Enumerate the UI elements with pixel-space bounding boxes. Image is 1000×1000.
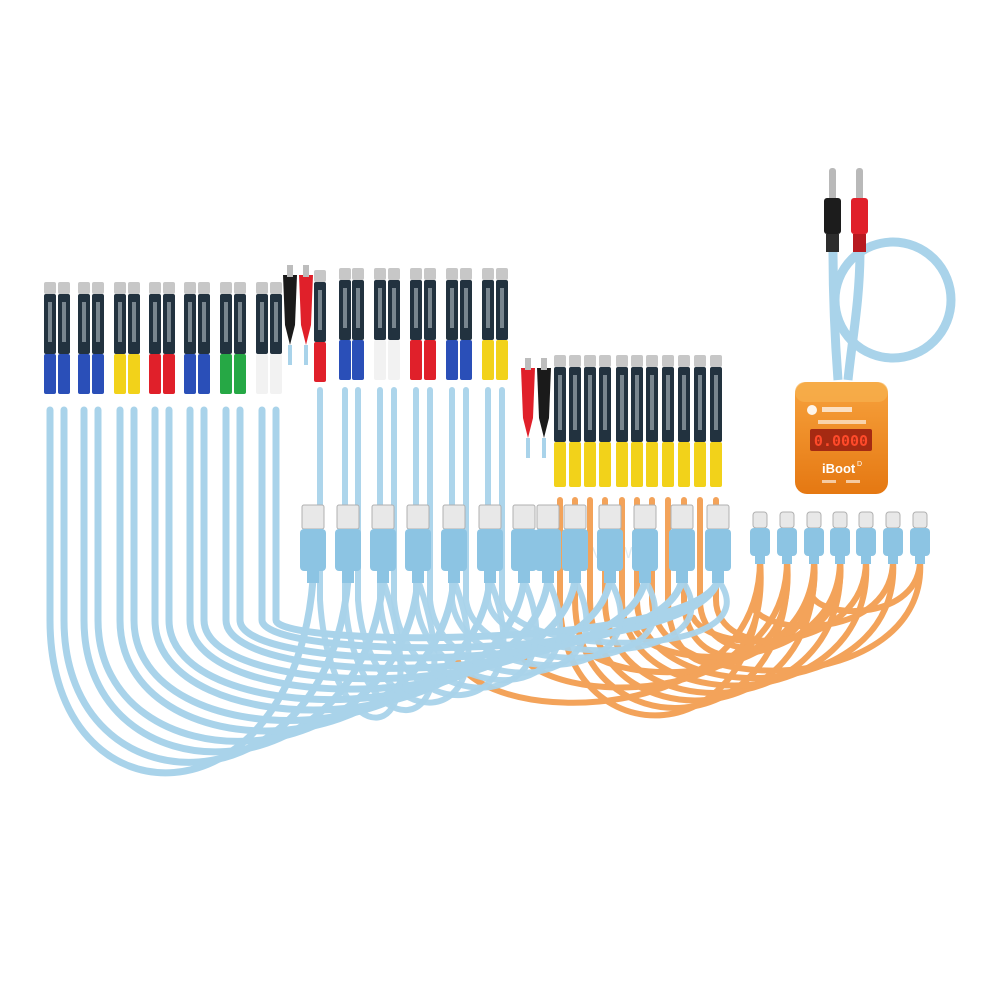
blue-cable xyxy=(485,387,695,654)
battery-connector-head xyxy=(460,268,472,380)
battery-connector-head xyxy=(184,282,196,394)
usb-a-plug xyxy=(335,504,361,583)
blue-cable xyxy=(60,406,352,766)
battery-connector-head xyxy=(114,282,126,394)
usb-c-plug-row xyxy=(750,511,930,564)
usb-a-plug xyxy=(562,504,588,583)
battery-connector-head xyxy=(678,355,690,487)
usb-c-plug xyxy=(830,511,850,564)
usb-a-plug xyxy=(370,504,396,583)
usb-a-plug-row xyxy=(300,504,731,583)
battery-connector-head xyxy=(198,282,210,394)
blue-cable xyxy=(449,387,624,669)
digital-display xyxy=(810,429,872,451)
orange-cable xyxy=(634,497,897,681)
battery-connector-head xyxy=(631,355,643,487)
battery-connector-head xyxy=(388,268,400,380)
alligator-clip-red xyxy=(299,265,313,365)
battery-connector-head xyxy=(694,355,706,487)
orange-cable xyxy=(809,557,923,614)
orange-cable xyxy=(619,497,870,689)
battery-connector-head xyxy=(256,282,268,394)
battery-connector-head xyxy=(446,268,458,380)
battery-connector-head xyxy=(163,282,175,394)
device-model-mark: D xyxy=(857,461,862,468)
battery-connector-head xyxy=(234,282,246,394)
alligator-clip-red xyxy=(521,358,535,458)
battery-connector-head xyxy=(78,282,90,394)
blue-cable xyxy=(272,406,722,642)
battery-connector-head xyxy=(646,355,658,487)
battery-connector-head xyxy=(58,282,70,394)
battery-connector-head xyxy=(410,268,422,380)
usb-a-plug xyxy=(300,504,326,583)
battery-connector-head xyxy=(710,355,722,487)
blue-cable xyxy=(427,387,590,676)
usb-a-plug xyxy=(511,504,537,583)
orange-cable xyxy=(649,497,924,674)
battery-connector-head xyxy=(584,355,596,487)
usb-a-plug xyxy=(441,504,467,583)
blue-cable xyxy=(355,387,472,706)
blue-connector-row xyxy=(44,268,508,394)
orange-cable xyxy=(749,557,896,630)
usb-c-plug xyxy=(856,511,876,564)
battery-connector-head xyxy=(270,282,282,394)
battery-connector-head xyxy=(662,355,674,487)
usb-a-plug xyxy=(597,504,623,583)
power-cable-black-lead xyxy=(828,249,843,381)
battery-connector-head xyxy=(92,282,104,394)
blue-cable-bundle xyxy=(46,387,730,777)
iboot-power-box: 0.0000 iBoot D xyxy=(795,168,956,494)
usb-c-plug xyxy=(910,511,930,564)
battery-connector-head xyxy=(424,268,436,380)
blue-cable xyxy=(499,387,730,646)
battery-connector-head xyxy=(352,268,364,380)
alligator-clip-set xyxy=(283,265,551,458)
battery-connector-head xyxy=(374,268,386,380)
battery-connector-head xyxy=(149,282,161,394)
battery-connector-head xyxy=(569,355,581,487)
device-brand-label: iBoot xyxy=(822,461,856,476)
battery-connector-head xyxy=(554,355,566,487)
usb-c-plug xyxy=(750,511,770,564)
battery-connector-head xyxy=(482,268,494,380)
usb-c-plug xyxy=(804,511,824,564)
alligator-clip-black xyxy=(537,358,551,458)
usb-a-plug xyxy=(705,504,731,583)
alligator-clip-black xyxy=(283,265,297,365)
display-readout: 0.0000 xyxy=(814,432,868,450)
battery-connector-head xyxy=(220,282,232,394)
battery-connector-head xyxy=(339,268,351,380)
usb-a-plug xyxy=(405,504,431,583)
blue-cable xyxy=(377,387,507,698)
blue-cable xyxy=(463,387,658,661)
brand-logo-icon xyxy=(807,405,817,415)
blue-cable xyxy=(116,406,458,735)
battery-connector-head xyxy=(128,282,140,394)
usb-c-plug xyxy=(777,511,797,564)
power-cable-red-lead xyxy=(843,249,865,381)
banana-plug-red xyxy=(851,168,868,252)
blue-cable xyxy=(413,387,564,684)
battery-connector-head xyxy=(616,355,628,487)
usb-a-plug xyxy=(669,504,695,583)
usb-a-plug xyxy=(535,504,561,583)
battery-connector-head xyxy=(314,270,326,382)
battery-connector-head xyxy=(599,355,611,487)
battery-connector-head xyxy=(496,268,508,380)
usb-a-plug xyxy=(477,504,503,583)
usb-c-plug xyxy=(883,511,903,564)
banana-plug-black xyxy=(824,168,841,252)
blue-cable xyxy=(317,387,404,721)
usb-a-plug xyxy=(632,504,658,583)
battery-connector-head xyxy=(44,282,56,394)
orange-connector-row xyxy=(554,355,722,487)
